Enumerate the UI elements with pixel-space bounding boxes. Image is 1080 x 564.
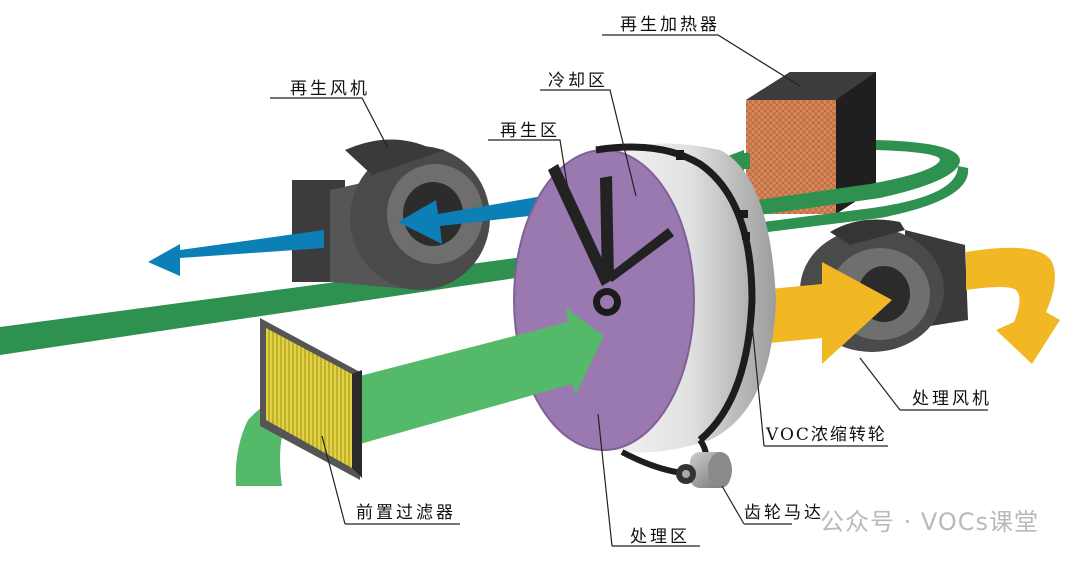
process-air-arrow (360, 308, 604, 444)
regen-heater (746, 72, 876, 214)
label-voc-rotor: VOC浓缩转轮 (766, 425, 887, 445)
label-regen-fan: 再生风机 (290, 79, 370, 99)
label-gear-motor: 齿轮马达 (744, 503, 824, 523)
label-cooling-zone: 冷却区 (548, 71, 608, 91)
regen-air-long-arrow (0, 232, 636, 355)
leader-lines (270, 34, 988, 547)
label-regen-heater: 再生加热器 (620, 15, 720, 35)
label-regen-zone: 再生区 (500, 121, 560, 141)
label-pre-filter: 前置过滤器 (356, 503, 456, 523)
label-process-zone: 处理区 (630, 527, 690, 547)
watermark: 公众号 · VOCs课堂 (820, 508, 1040, 536)
label-process-fan: 处理风机 (912, 389, 992, 409)
clean-air-arrow (760, 247, 1060, 364)
gear-motor (676, 452, 732, 488)
voc-rotor (513, 143, 776, 477)
exhaust-arrow-left (148, 230, 324, 276)
pre-filter (260, 318, 362, 480)
zone-arms (548, 164, 674, 316)
